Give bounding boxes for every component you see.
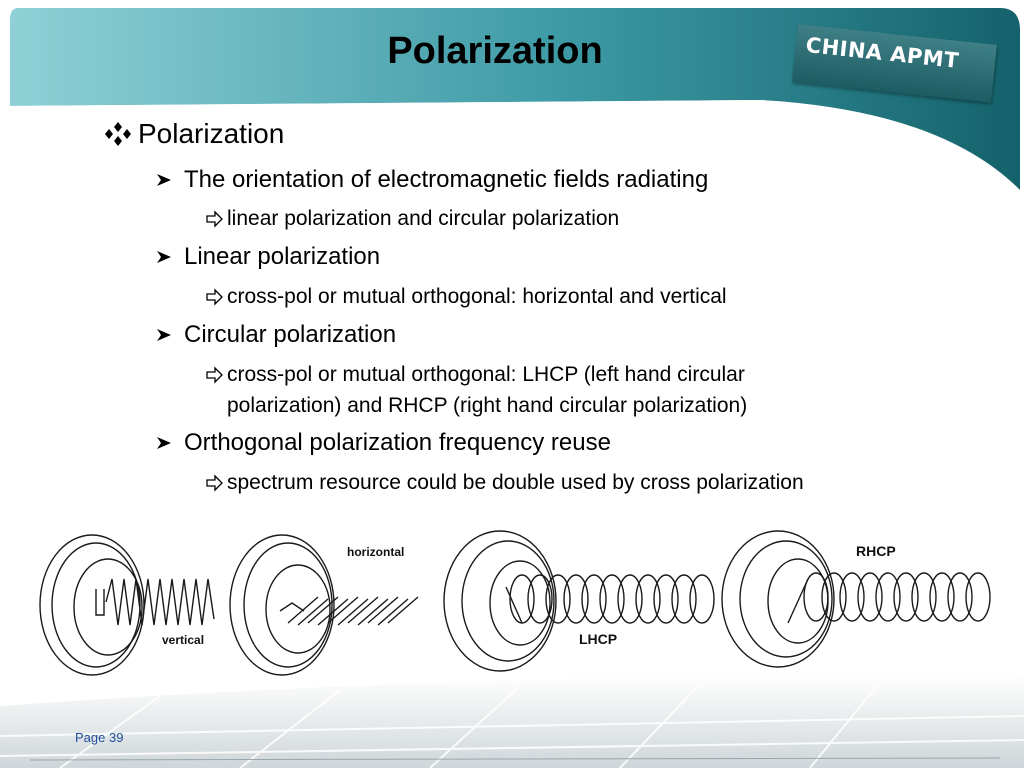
bullet-level2: Orthogonal polarization frequency reuse [154,429,611,457]
bullet-list: Polarization The orientation of electrom… [104,118,804,498]
label-lhcp: LHCP [579,631,617,647]
bullet-level3: cross-pol or mutual orthogonal: LHCP (le… [205,359,747,421]
bullet-text: cross-pol or mutual orthogonal: LHCP (le… [227,363,745,386]
bullet-level3: spectrum resource could be double used b… [205,467,804,498]
bullet-text: cross-pol or mutual orthogonal: horizont… [227,285,727,308]
label-rhcp: RHCP [856,543,896,559]
arrowhead-bullet-icon [154,321,184,349]
label-vertical: vertical [162,633,204,647]
bullet-text: polarization) and RHCP (right hand circu… [227,394,748,417]
page-number: Page 39 [75,730,124,745]
bullet-text: linear polarization and circular polariz… [227,207,620,230]
arrowhead-bullet-icon [154,166,184,194]
bullet-text-block: cross-pol or mutual orthogonal: LHCP (le… [227,359,747,421]
wave-horizontal [287,596,419,626]
bullet-text: spectrum resource could be double used b… [227,471,804,494]
arrow-right-outline-icon [205,281,227,312]
bullet-level2: Linear polarization [154,243,380,271]
antenna-dish-horizontal [229,534,335,676]
helix-rhcp [803,572,991,622]
polarization-diagram: vertical horizontal LHCP RHCP [36,527,1004,677]
arrow-right-outline-icon [205,359,227,390]
arrow-right-outline-icon [205,203,227,234]
arrow-right-outline-icon [205,467,227,498]
bullet-text: The orientation of electromagnetic field… [184,166,709,193]
bullet-level2: Circular polarization [154,321,396,349]
bullet-level3: cross-pol or mutual orthogonal: horizont… [205,281,727,312]
header-band [8,8,1024,200]
slide-title: Polarization [387,30,603,72]
footer-band [0,676,1024,768]
antenna-dish-lhcp [443,530,557,672]
diamond-bullet-icon [104,118,138,150]
antenna-dish-rhcp [721,530,835,668]
label-horizontal: horizontal [347,545,404,559]
arrowhead-bullet-icon [154,429,184,457]
arrowhead-bullet-icon [154,243,184,271]
bullet-level1: Polarization [104,118,284,150]
bullet-text: Circular polarization [184,321,397,348]
bullet-level3: linear polarization and circular polariz… [205,203,619,234]
wave-vertical [105,578,215,626]
bullet-level2: The orientation of electromagnetic field… [154,166,708,194]
helix-lhcp [509,574,715,624]
bullet-text: Polarization [138,118,285,149]
bullet-text: Orthogonal polarization frequency reuse [184,429,611,456]
bullet-text: Linear polarization [184,243,381,270]
